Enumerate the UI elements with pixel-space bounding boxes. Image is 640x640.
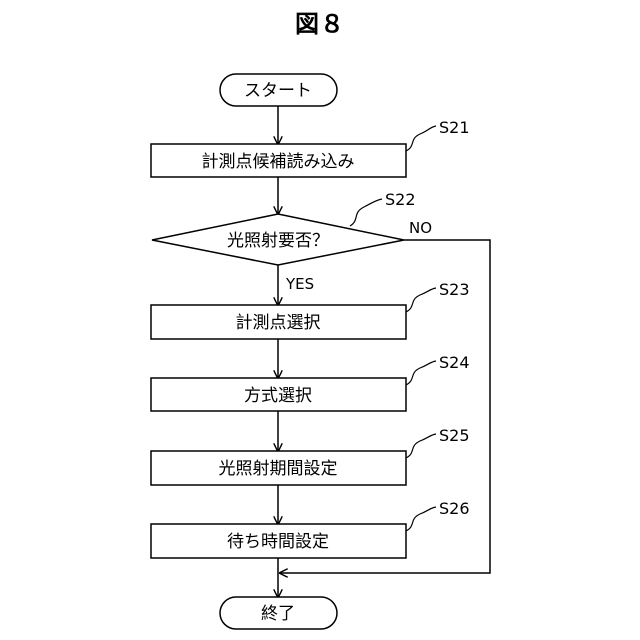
step-leader-s25 (406, 434, 436, 458)
end-label: 終了 (261, 604, 295, 624)
step-leader-s23 (406, 288, 436, 312)
step-leader-s26 (406, 507, 436, 531)
step-label-s24: S24 (439, 353, 470, 372)
edge-label-yes: YES (285, 275, 314, 293)
step-label-s26: S26 (439, 499, 470, 518)
decision-s22-label: 光照射要否？ (227, 231, 329, 251)
process-s21-label: 計測点候補読み込み (202, 152, 355, 172)
process-s26-label: 待ち時間設定 (227, 532, 329, 552)
step-leader-s21 (406, 126, 436, 151)
step-label-s23: S23 (439, 280, 470, 299)
step-label-s21: S21 (439, 118, 470, 137)
process-s25-label: 光照射期間設定 (219, 459, 338, 479)
step-leader-s22 (350, 199, 382, 226)
step-label-s25: S25 (439, 426, 470, 445)
process-s23-label: 計測点選択 (236, 313, 321, 333)
step-label-s22: S22 (385, 190, 416, 209)
process-s24-label: 方式選択 (244, 386, 312, 406)
start-label: スタート (244, 81, 312, 101)
edge-label-no: NO (409, 219, 432, 237)
step-leader-s24 (406, 361, 436, 385)
